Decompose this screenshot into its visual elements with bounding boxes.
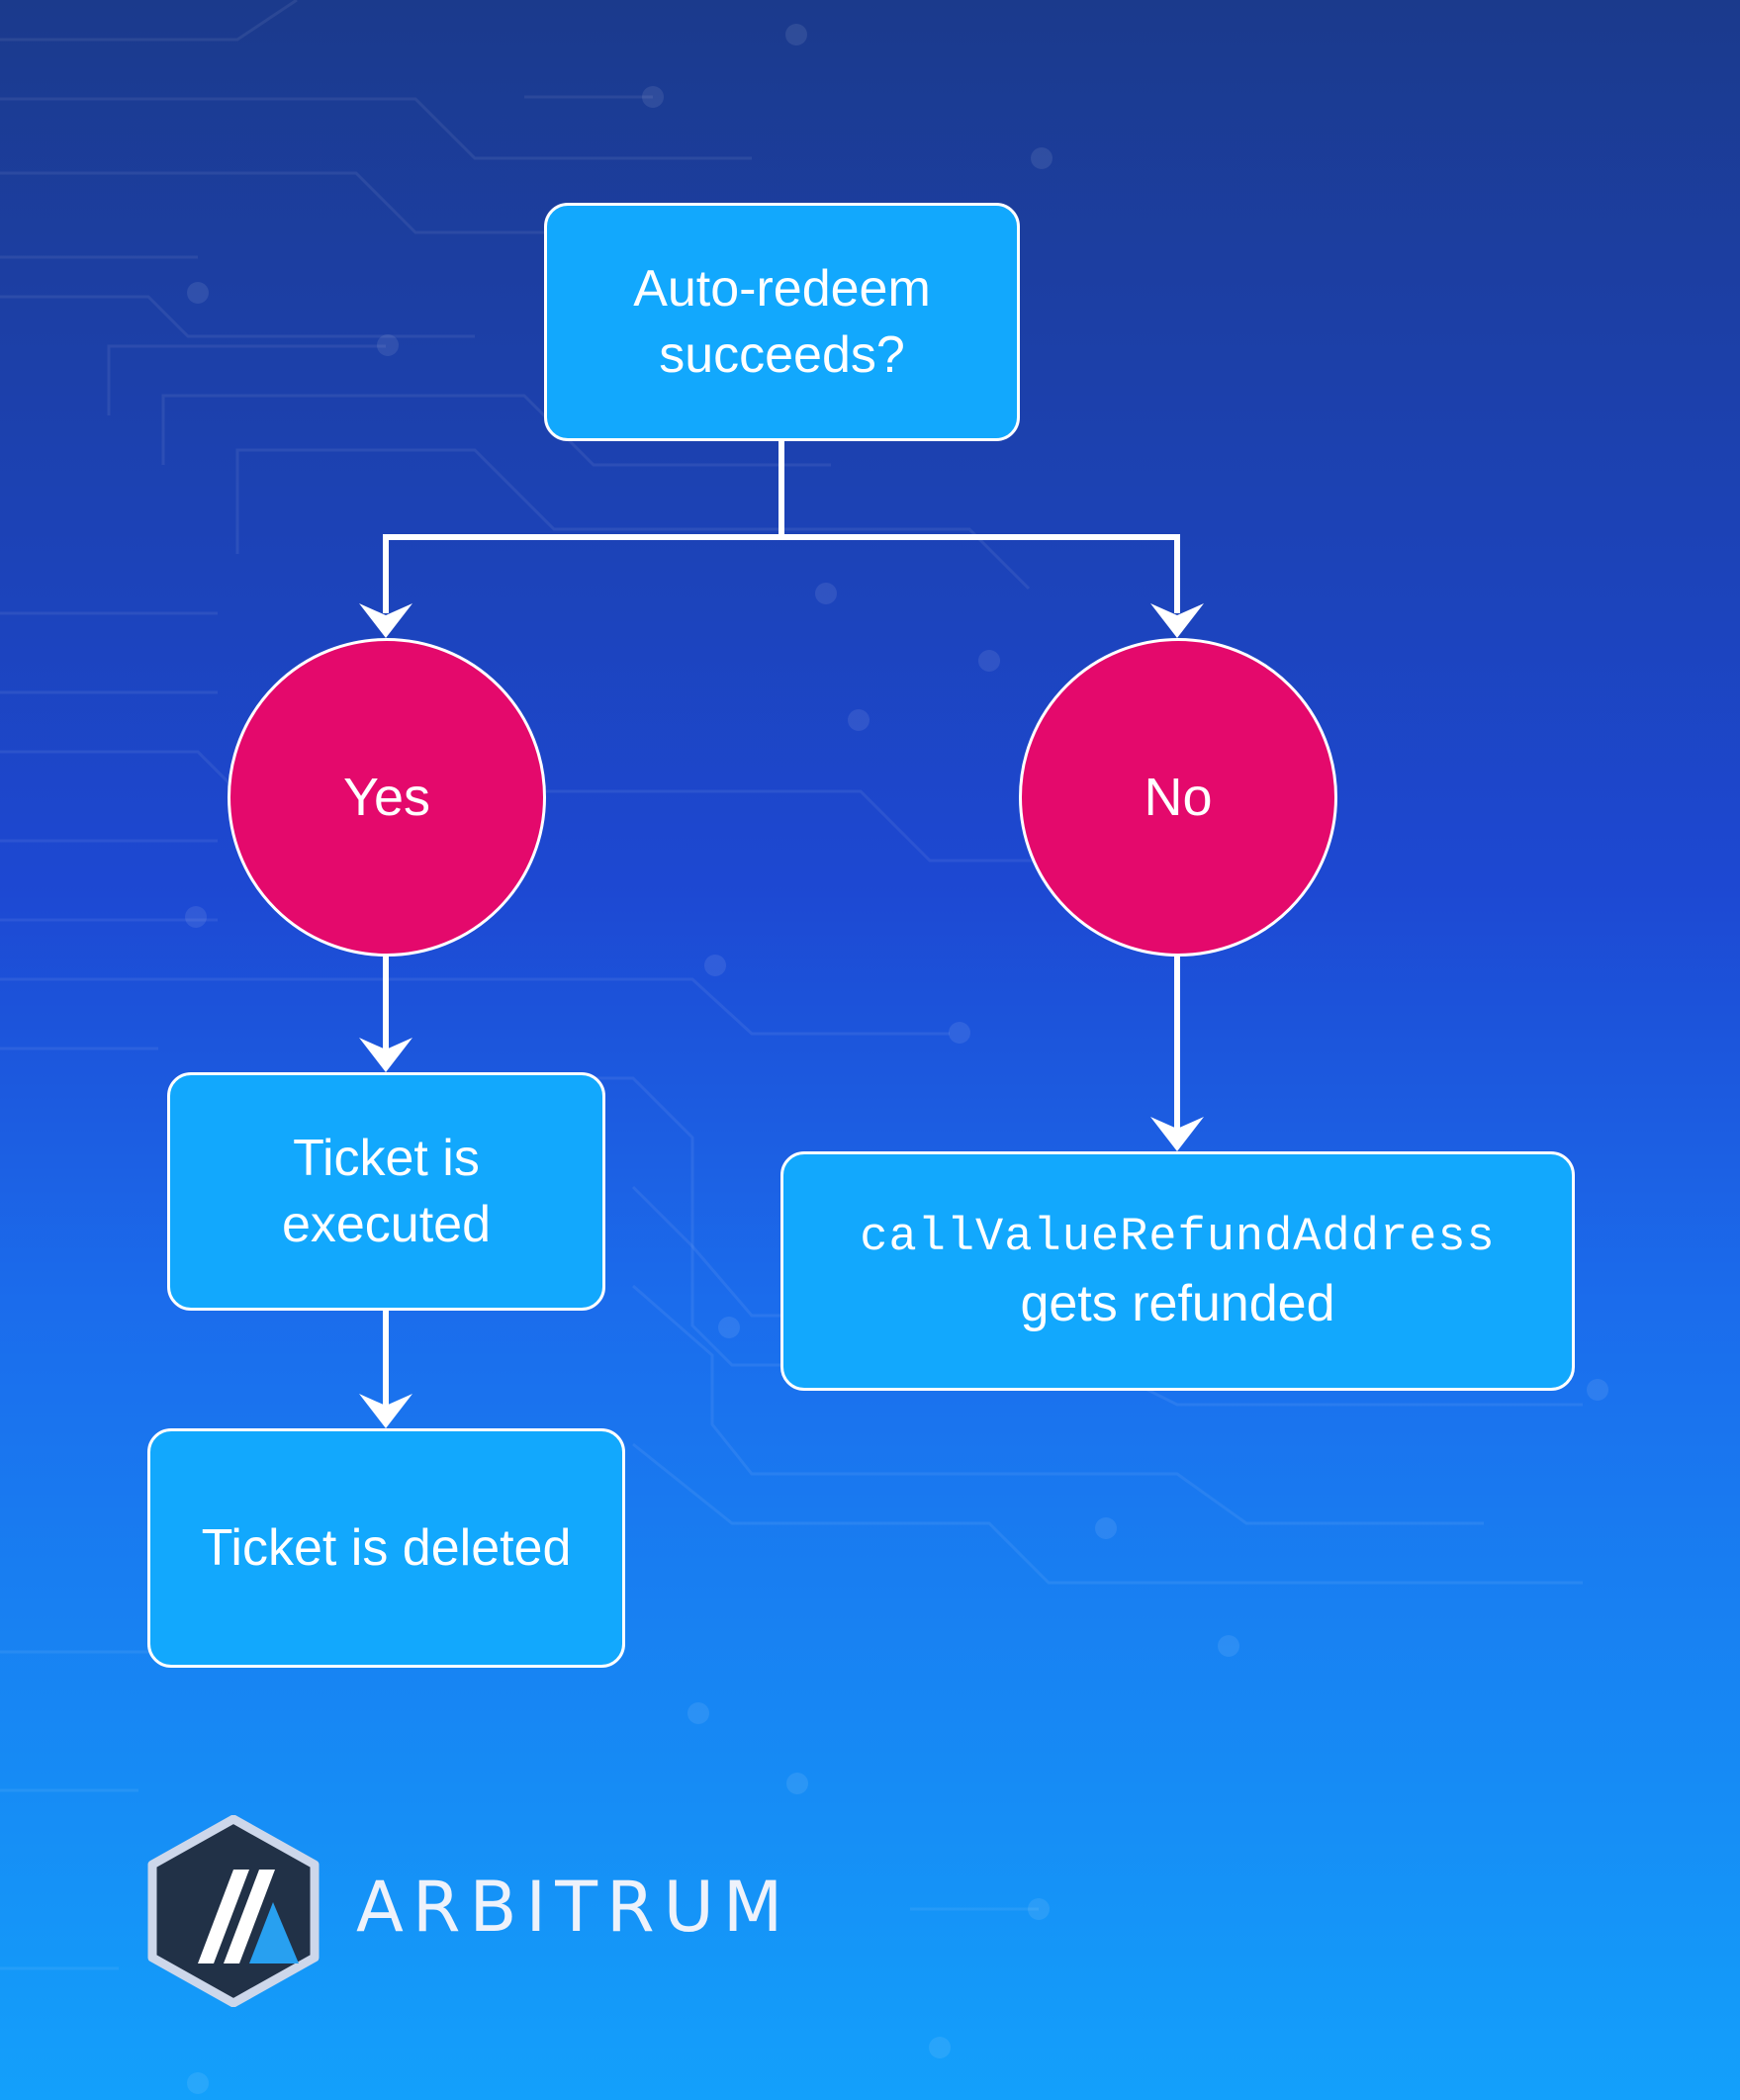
deleted-box: Ticket is deleted	[147, 1428, 625, 1668]
decision-box: Auto-redeem succeeds?	[544, 203, 1020, 441]
refund-address-code: callValueRefundAddress	[860, 1212, 1496, 1264]
arbitrum-logo-icon	[147, 1815, 320, 2007]
yes-label: Yes	[342, 768, 431, 827]
arrowhead-refund	[1150, 1117, 1204, 1151]
arrowhead-yes	[359, 603, 412, 638]
decision-text-line-1: Auto-redeem	[633, 259, 931, 318]
arrowhead-executed	[359, 1038, 412, 1072]
no-node: No	[1019, 638, 1337, 957]
arbitrum-wordmark: ARBITRUM	[356, 1867, 792, 1948]
executed-text-line-1: Ticket is	[293, 1129, 480, 1187]
deleted-text: Ticket is deleted	[201, 1518, 572, 1577]
no-label: No	[1144, 768, 1213, 827]
decision-text-line-2: succeeds?	[659, 325, 905, 384]
executed-box: Ticket is executed	[167, 1072, 605, 1311]
arrowhead-deleted	[359, 1394, 412, 1428]
arrowhead-no	[1150, 603, 1204, 638]
arrow-question-to-no	[781, 534, 1180, 613]
arrow-question-to-yes	[383, 440, 784, 613]
refund-box: callValueRefundAddress gets refunded	[780, 1151, 1575, 1391]
refund-text: gets refunded	[1020, 1275, 1335, 1332]
yes-node: Yes	[228, 638, 546, 957]
executed-text-line-2: executed	[281, 1195, 492, 1253]
